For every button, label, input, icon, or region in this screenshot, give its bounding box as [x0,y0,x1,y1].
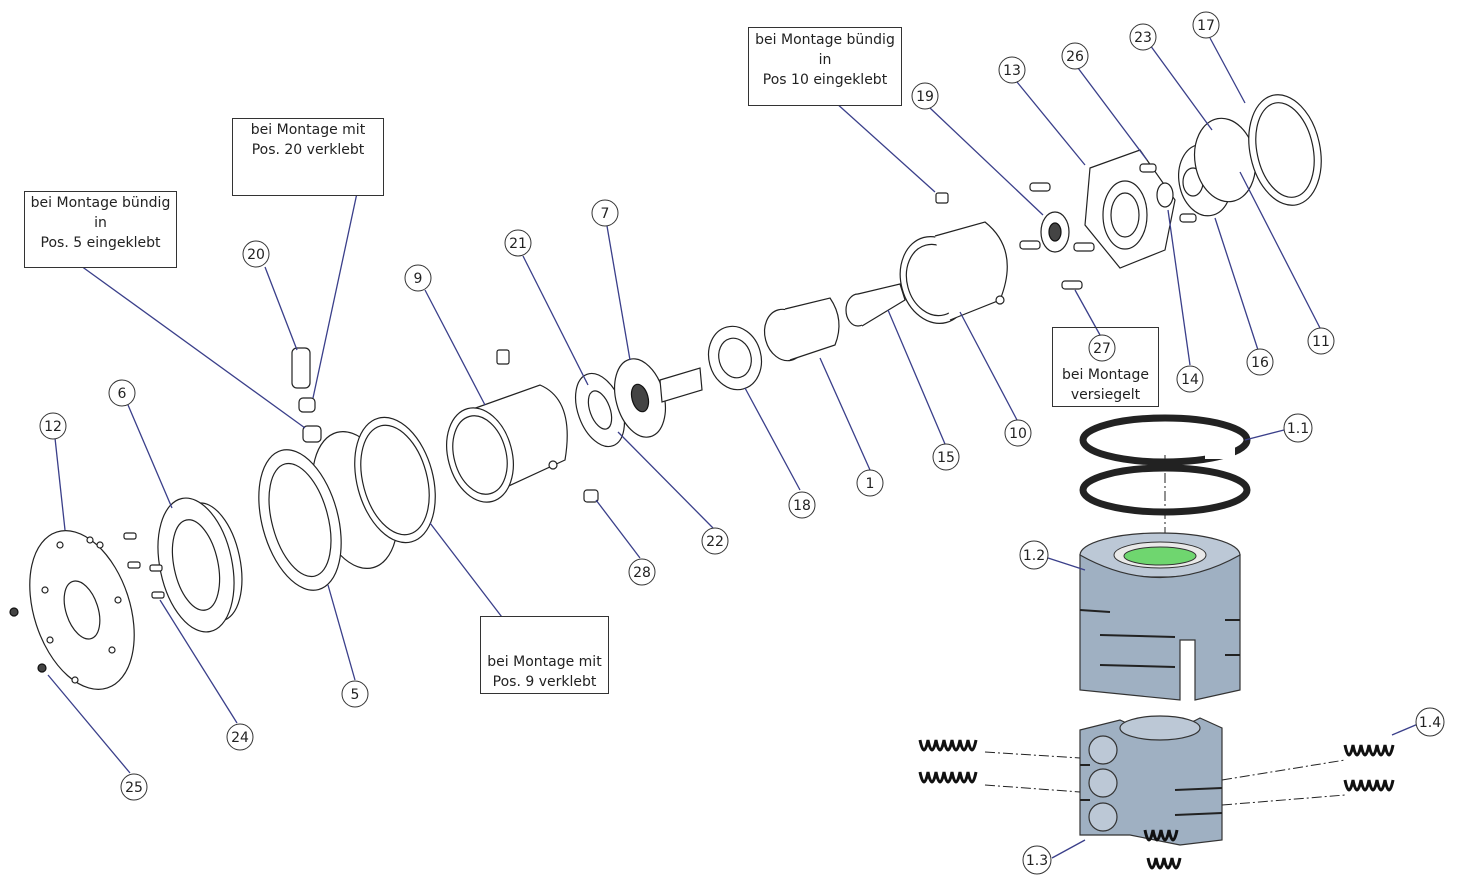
note-part-8: bei Montage bündig in Pos 10 eingeklebt [748,27,902,106]
part-18-bearing [707,325,763,391]
svg-text:1: 1 [866,476,875,492]
part-25-screws [9,607,47,673]
svg-text:25: 25 [125,780,143,796]
balloon-1-1: 1.1 [1283,413,1313,443]
note-line: bei Montage mit [250,122,366,138]
balloon-10: 10 [1004,419,1032,447]
balloon-23: 23 [1129,23,1157,51]
part-15-shaft [845,283,906,327]
balloon-16: 16 [1246,348,1274,376]
balloon-20: 20 [242,240,270,268]
svg-text:5: 5 [351,687,360,703]
note-line: Pos. 9 verklebt [492,674,597,690]
svg-text:11: 11 [1312,334,1330,350]
part-28-screw [583,489,599,503]
svg-text:27: 27 [1093,341,1111,357]
part-24-screws [123,532,165,599]
part-14-oring [1156,182,1174,208]
part-4-sleeve [354,416,436,544]
svg-text:13: 13 [1003,63,1021,79]
svg-text:12: 12 [44,419,62,435]
svg-text:17: 17 [1197,18,1215,34]
svg-text:23: 23 [1134,30,1152,46]
part-12-flange-disk [29,530,135,690]
svg-text:1.3: 1.3 [1026,853,1048,869]
balloon-25: 25 [120,773,148,801]
svg-text:18: 18 [793,498,811,514]
svg-text:26: 26 [1066,49,1084,65]
svg-text:1.2: 1.2 [1023,548,1045,564]
svg-text:10: 10 [1009,426,1027,442]
balloon-15: 15 [932,443,960,471]
balloon-1-4: 1.4 [1415,707,1445,737]
balloon-11: 11 [1307,327,1335,355]
part-6-bolt-flange [157,497,243,633]
part-26-screws [1019,163,1197,290]
svg-text:20: 20 [247,247,265,263]
balloon-17: 17 [1192,11,1220,39]
balloon-7: 7 [591,199,619,227]
svg-text:7: 7 [601,206,610,222]
note-line: bei Montage mit [487,654,602,670]
svg-text:22: 22 [706,534,724,550]
balloon-13: 13 [998,56,1026,84]
note-line: bei Montage bündig in [755,32,895,68]
balloon-12: 12 [39,412,67,440]
note-line: Pos. 5 eingeklebt [40,235,161,251]
balloon-1-2: 1.2 [1019,540,1049,570]
balloon-28: 28 [628,558,656,586]
leader-lines [47,37,1419,859]
part-8-insert [935,192,949,204]
balloon-1-3: 1.3 [1022,845,1052,875]
note-part-27: bei Montage versiegelt [1052,327,1159,407]
svg-text:28: 28 [633,565,651,581]
balloon-18: 18 [788,491,816,519]
part-5-housing [258,430,399,591]
balloon-19: 19 [911,82,939,110]
balloon-27: 27 [1088,334,1116,362]
balloon-9: 9 [404,264,432,292]
note-line: Pos. 20 verklebt [251,142,365,158]
part-10-motor-can [899,221,1008,325]
part-19-bearing [1040,211,1070,253]
balloon-26: 26 [1061,42,1089,70]
svg-text:19: 19 [916,89,934,105]
svg-text:6: 6 [118,386,127,402]
part-13-end-cover [1084,149,1176,269]
part-20-pin [291,347,316,413]
balloon-22: 22 [701,527,729,555]
part-7-shaft-flange [614,358,703,438]
part-17-seal [1248,94,1322,206]
note-line: Pos 10 eingeklebt [762,72,888,88]
svg-text:15: 15 [937,450,955,466]
note-line: bei Montage bündig in [30,195,171,231]
svg-text:16: 16 [1251,355,1269,371]
part-1-4-springs [918,739,1395,870]
balloon-21: 21 [504,229,532,257]
part-1-coupling [763,297,840,362]
svg-text:1.4: 1.4 [1419,715,1441,731]
note-part-3: bei Montage bündig in Pos. 5 eingeklebt [24,191,177,268]
note-part-2: bei Montage mit Pos. 20 verklebt [232,118,384,196]
note-part-4: bei Montage mit Pos. 9 verklebt [480,616,609,694]
balloon-6: 6 [108,379,136,407]
svg-text:9: 9 [414,271,423,287]
balloon-24: 24 [226,723,254,751]
balloon-14: 14 [1176,365,1204,393]
note-line: bei Montage [1062,367,1149,383]
svg-text:1.1: 1.1 [1287,421,1309,437]
svg-text:14: 14 [1181,372,1199,388]
part-1-1-snap-rings [1079,414,1251,540]
svg-text:21: 21 [509,236,527,252]
part-1-2-cage [1079,532,1241,701]
part-3-insert [302,425,322,443]
balloon-1: 1 [856,469,884,497]
part-9-housing [446,349,568,503]
svg-text:24: 24 [231,730,249,746]
balloon-5: 5 [341,680,369,708]
part-1-3-body [1079,715,1223,846]
note-line: versiegelt [1070,387,1141,403]
